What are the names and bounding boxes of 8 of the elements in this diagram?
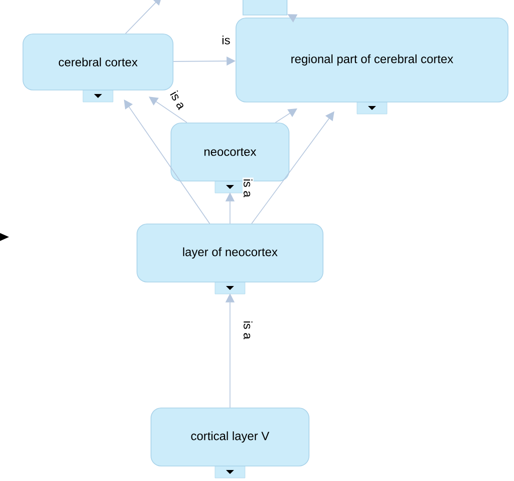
edge-label: is a <box>242 320 254 340</box>
concept-box: layer of neocortex <box>136 224 324 294</box>
concept-box <box>242 0 288 16</box>
concept-box: regional part of cerebral cortex <box>236 18 508 114</box>
edge-label: is a <box>242 178 254 198</box>
concept-box: cortical layer V <box>150 408 310 478</box>
arrow <box>125 0 162 34</box>
edge-label: is <box>220 34 232 46</box>
